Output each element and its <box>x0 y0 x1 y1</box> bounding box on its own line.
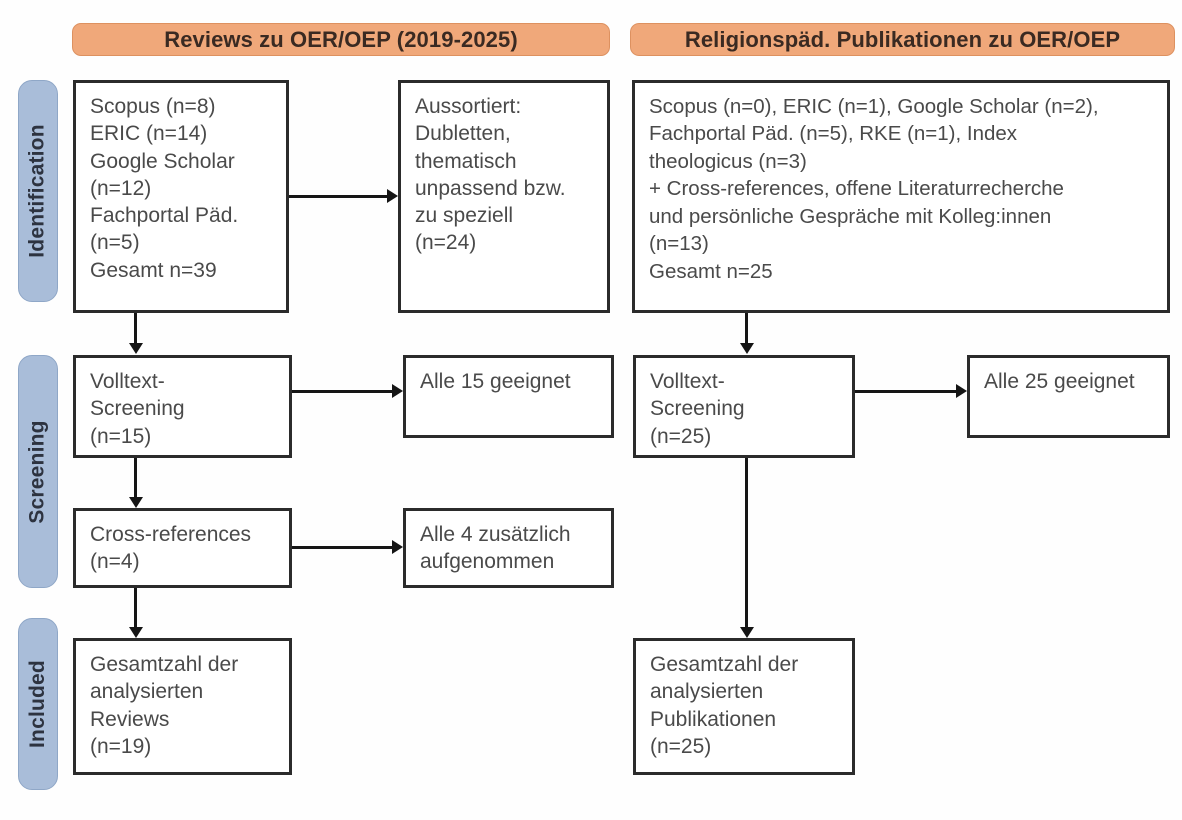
connector-right-sources-to-fulltext <box>745 313 748 344</box>
arrowhead-left-fulltext-to-crossrefs <box>129 497 143 508</box>
arrowhead-left-crossrefs-to-included <box>129 627 143 638</box>
right-included-total-box: Gesamtzahl der analysierten Publikatione… <box>633 638 855 775</box>
connector-left-crossrefs-to-result <box>292 546 392 549</box>
right-fulltext-result-box: Alle 25 geeignet <box>967 355 1170 438</box>
left-crossrefs-box: Cross-references (n=4) <box>73 508 292 588</box>
stage-label-included: Included <box>18 618 58 790</box>
right-identification-sources-box: Scopus (n=0), ERIC (n=1), Google Scholar… <box>632 80 1170 313</box>
left-identification-sources-box: Scopus (n=8) ERIC (n=14) Google Scholar … <box>73 80 289 313</box>
left-identification-excluded-box: Aussortiert: Dubletten, thematisch unpas… <box>398 80 610 313</box>
arrowhead-right-fulltext-to-included <box>740 627 754 638</box>
connector-left-crossrefs-to-included <box>134 588 137 628</box>
column-header-right: Religionspäd. Publikationen zu OER/OEP <box>630 23 1175 56</box>
arrowhead-left-sources-to-fulltext <box>129 343 143 354</box>
column-header-left: Reviews zu OER/OEP (2019-2025) <box>72 23 610 56</box>
stage-label-screening-text: Screening <box>26 419 49 524</box>
arrowhead-left-crossrefs-to-result <box>392 540 403 554</box>
arrowhead-right-sources-to-fulltext <box>740 343 754 354</box>
stage-label-included-text: Included <box>26 660 50 748</box>
connector-left-sources-to-excluded <box>289 195 387 198</box>
left-fulltext-screening-box: Volltext- Screening (n=15) <box>73 355 292 458</box>
left-fulltext-result-box: Alle 15 geeignet <box>403 355 614 438</box>
stage-label-identification-text: Identification <box>26 124 49 258</box>
connector-left-sources-to-fulltext <box>134 313 137 344</box>
connector-left-fulltext-to-result <box>292 390 392 393</box>
connector-right-fulltext-to-included <box>745 458 748 628</box>
connector-right-fulltext-to-result <box>855 390 956 393</box>
left-crossrefs-result-box: Alle 4 zusätzlich aufgenommen <box>403 508 614 588</box>
arrowhead-left-sources-to-excluded <box>387 189 398 203</box>
connector-left-fulltext-to-crossrefs <box>134 458 137 498</box>
stage-label-screening: Screening <box>18 355 58 588</box>
stage-label-identification: Identification <box>18 80 58 302</box>
left-included-total-box: Gesamtzahl der analysierten Reviews (n=1… <box>73 638 292 775</box>
right-fulltext-screening-box: Volltext- Screening (n=25) <box>633 355 855 458</box>
arrowhead-right-fulltext-to-result <box>956 384 967 398</box>
arrowhead-left-fulltext-to-result <box>392 384 403 398</box>
